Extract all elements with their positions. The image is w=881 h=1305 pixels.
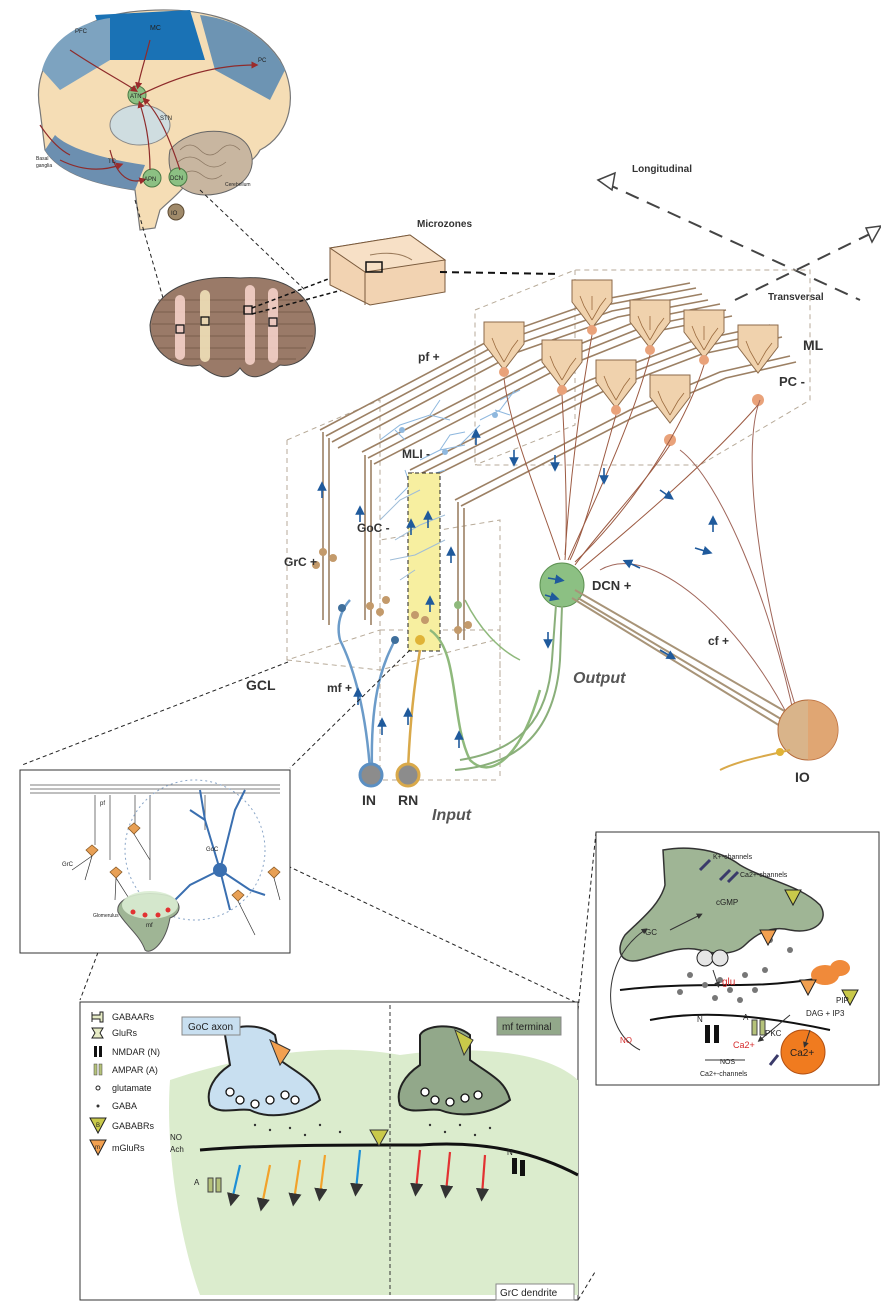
signaling-inset: K+-channels Ca2+-channels cGMP GC glu PI… <box>596 832 879 1085</box>
inset-label-goc: GoC <box>206 847 219 853</box>
ampar-icon <box>94 1064 97 1075</box>
label-pip: PIP <box>836 996 849 1005</box>
label-grc: GrC + <box>284 555 317 569</box>
label-atn: ATN <box>130 94 142 100</box>
legend-gabaa: GABAARs <box>112 1012 155 1022</box>
label-n-signal: N <box>697 1015 703 1024</box>
label-io: IO <box>171 211 178 217</box>
grc-cells <box>312 548 472 634</box>
brain-panel: PFC MC PC ATN STN Basal ganglia TC APN D… <box>36 10 290 230</box>
label-microzones: Microzones <box>417 219 472 230</box>
label-glu: glu <box>722 977 735 988</box>
label-dag-ip3: DAG + IP3 <box>806 1009 845 1018</box>
microzones-block: Microzones <box>330 219 560 305</box>
label-grc-dendrite: GrC dendrite <box>500 1288 558 1299</box>
axis-arrows: Longitudinal Transversal <box>598 164 881 303</box>
label-pkc: PKC <box>765 1029 782 1038</box>
label-input: Input <box>432 807 472 824</box>
label-mc: MC <box>150 25 161 32</box>
label-basal: Basal <box>36 156 49 162</box>
legend-gababrs: GABABRs <box>112 1121 155 1131</box>
label-ganglia: ganglia <box>36 163 52 169</box>
label-pfc: PFC <box>75 29 88 35</box>
climbing-fibers <box>600 400 800 720</box>
purkinje-cells <box>484 280 778 446</box>
label-pf: pf + <box>418 350 440 364</box>
label-no-synapse: NO <box>170 1133 182 1142</box>
label-io-circuit: IO <box>795 769 810 785</box>
goc-highlight <box>408 473 440 651</box>
label-apn: APN <box>144 177 156 183</box>
legend-glutamate: glutamate <box>112 1083 152 1093</box>
inset-label-mf: mf <box>146 923 153 929</box>
label-nos: NOS <box>720 1059 736 1066</box>
label-longitudinal: Longitudinal <box>632 164 692 175</box>
label-gcl: GCL <box>246 677 276 693</box>
label-cerebellum: Cerebellum <box>225 182 251 188</box>
label-tc: TC <box>108 159 117 165</box>
legend-mglurs: mGluRs <box>112 1143 145 1153</box>
legend-ampar: AMPAR (A) <box>112 1065 158 1075</box>
motor-cortex-area <box>95 10 205 60</box>
label-cf: cf + <box>708 634 729 648</box>
synapse-inset: GoC axon mf terminal GrC dendrite A <box>80 1002 578 1300</box>
inset-label-pf: pf <box>100 801 105 807</box>
nmdar-icon <box>94 1046 97 1057</box>
gaba-icon <box>97 1105 100 1108</box>
label-mf-terminal: mf terminal <box>502 1022 551 1033</box>
legend-b-glyph: B <box>96 1123 100 1129</box>
label-rn: RN <box>398 792 418 808</box>
rn-node <box>397 764 419 786</box>
label-cgmp: cGMP <box>716 898 738 907</box>
in-node <box>360 764 382 786</box>
label-gc: GC <box>645 928 657 937</box>
label-ca2-small: Ca2+ <box>733 1040 755 1050</box>
inset-label-grc: GrC <box>62 862 74 868</box>
label-ml: ML <box>803 337 824 353</box>
label-in: IN <box>362 792 376 808</box>
label-transversal: Transversal <box>768 292 824 303</box>
inset-label-glomerulus: Glomerulus <box>93 913 119 919</box>
legend-glurs: GluRs <box>112 1028 138 1038</box>
legend-gaba: GABA <box>112 1101 137 1111</box>
label-ach-synapse: Ach <box>170 1145 184 1154</box>
label-pc-circuit: PC - <box>779 374 805 389</box>
circuit-diagram: MLI - GoC - GrC + GCL mf + IN <box>246 270 838 824</box>
label-k-channels: K+-channels <box>713 854 753 861</box>
label-a-signal: A <box>743 1013 749 1022</box>
label-stn: STN <box>160 116 172 122</box>
label-mli: MLI - <box>402 447 430 461</box>
flow-arrows <box>322 433 713 748</box>
label-mf: mf + <box>327 681 352 695</box>
label-goc: GoC - <box>357 521 390 535</box>
label-no-signal: NO <box>620 1036 632 1045</box>
label-dcn: DCN <box>170 176 183 182</box>
label-ca-channels-top: Ca2+-channels <box>740 872 788 879</box>
label-goc-axon: GoC axon <box>188 1022 233 1033</box>
label-ca2-big: Ca2+ <box>790 1048 814 1059</box>
glomerulus-inset: pf GoC GrC mf Glomerulus <box>20 770 290 953</box>
legend-nmdar: NMDAR (N) <box>112 1047 160 1057</box>
legend-m-glyph: m <box>95 1145 100 1151</box>
label-ca-channels-bottom: Ca2+-channels <box>700 1071 748 1078</box>
label-dcn-circuit: DCN + <box>592 578 632 593</box>
label-pc: PC <box>258 58 267 64</box>
parallel-fibers <box>320 283 796 506</box>
label-output: Output <box>573 670 626 687</box>
label-n-synapse: N <box>507 1148 513 1157</box>
label-a-synapse: A <box>194 1178 200 1187</box>
